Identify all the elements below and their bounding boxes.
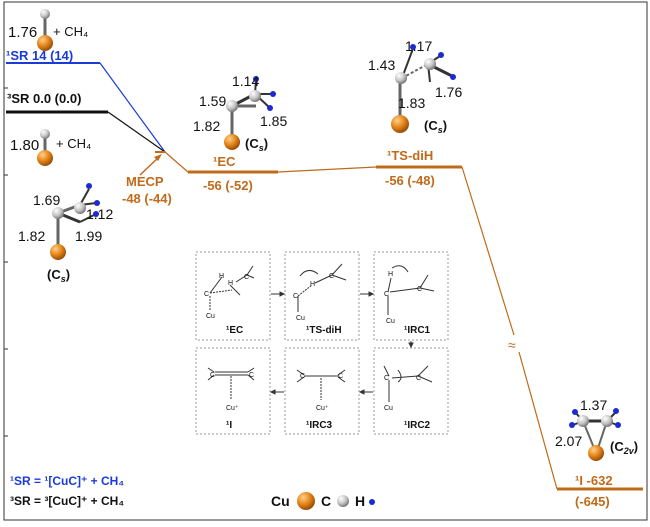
svg-text:C: C — [244, 274, 249, 281]
svg-text:C: C — [416, 375, 421, 382]
plot-frame — [3, 1, 648, 521]
svg-text:H: H — [228, 280, 233, 287]
ts-label: ¹TS-diH — [387, 148, 433, 163]
svg-text:Cu: Cu — [206, 313, 215, 320]
svg-text:C: C — [384, 375, 389, 382]
panel-irc2-label: ¹IRC2 — [404, 420, 431, 431]
carbon-atom — [40, 9, 50, 19]
panel-ts-sketch — [297, 263, 347, 312]
svg-text:H: H — [310, 281, 315, 288]
structure-product: 1.37 2.07 (C2v) — [555, 397, 638, 461]
mecp-d1: 1.69 — [33, 192, 60, 208]
copper-atom — [37, 35, 53, 51]
svg-text:C: C — [384, 291, 389, 298]
legend-h: H — [355, 493, 365, 509]
legend-c-ball — [337, 495, 349, 507]
panel-flow-arrows — [269, 291, 414, 395]
structure-sr1: 1.76 + CH₄ — [8, 9, 88, 51]
ec-d4: 1.85 — [260, 113, 287, 129]
svg-text:C: C — [204, 291, 209, 298]
ts-d4: 1.76 — [435, 84, 462, 100]
svg-text:Cu⁺: Cu⁺ — [226, 405, 239, 412]
sr1-connector — [99, 62, 166, 153]
panel-irc1-sketch — [387, 265, 435, 315]
sr3-label: ³SR 0.0 (0.0) — [7, 91, 81, 106]
mecp-energy: -48 (-44) — [122, 191, 172, 206]
mecp-label: MECP — [126, 174, 164, 189]
svg-text:C: C — [300, 373, 305, 380]
sr3-distance: 1.80 — [10, 137, 39, 154]
axis-break-mark: ≈ — [508, 337, 516, 353]
carbon-atom — [40, 129, 50, 139]
legend-cu-ball — [297, 492, 315, 510]
axis-ticks — [4, 87, 8, 437]
legend-cu: Cu — [271, 493, 290, 509]
ec-symmetry: (Cs) — [245, 136, 268, 153]
panel-i-sketch — [207, 367, 255, 400]
product-symmetry: (C2v) — [610, 439, 638, 456]
sr1-label: ¹SR 14 (14) — [6, 48, 73, 63]
svg-text:Cu: Cu — [296, 315, 305, 322]
panel-irc1-label: ¹IRC1 — [404, 325, 431, 336]
svg-text:Cu⁺: Cu⁺ — [316, 405, 329, 412]
legend-sr1: ¹SR = ¹[CuC]⁺ + CH₄ — [10, 474, 124, 488]
panel-irc3-sketch — [296, 369, 346, 400]
svg-text:C: C — [338, 373, 343, 380]
svg-text:C: C — [249, 372, 254, 379]
ec-d2: 1.59 — [199, 93, 226, 109]
sr3-connector — [107, 111, 166, 153]
legend-h-ball — [369, 499, 375, 505]
legend-sr3: ³SR = ³[CuC]⁺ + CH₄ — [10, 494, 124, 508]
ts-d1: 1.17 — [405, 38, 432, 54]
copper-atom — [37, 150, 53, 166]
svg-text:C: C — [329, 273, 334, 280]
mecp-d3: 1.82 — [18, 228, 45, 244]
product-d2: 2.07 — [555, 433, 582, 449]
product-d1: 1.37 — [580, 397, 607, 413]
svg-text:C: C — [293, 293, 298, 300]
sr3-ch4: + CH₄ — [56, 136, 91, 151]
panel-ts-label: ¹TS-diH — [306, 325, 342, 336]
ec-energy: -56 (-52) — [203, 178, 253, 193]
ts-drop-upper — [461, 166, 515, 336]
panel-ec-sketch — [209, 265, 255, 310]
ts-d2: 1.43 — [368, 57, 395, 73]
ts-symmetry: (Cs) — [424, 118, 447, 135]
svg-text:H: H — [388, 271, 393, 278]
ts-energy: -56 (-48) — [385, 173, 435, 188]
panel-irc2-sketch — [383, 365, 433, 402]
sr1-ch4: + CH₄ — [53, 24, 88, 39]
svg-text:H: H — [219, 273, 224, 280]
structure-mecp: 1.69 1.12 1.82 1.99 (Cs) — [18, 183, 113, 284]
ts-d3: 1.83 — [398, 95, 425, 111]
ec-d1: 1.14 — [232, 73, 259, 89]
structure-sr3: 1.80 + CH₄ — [10, 129, 91, 166]
sr1-distance: 1.76 — [8, 24, 37, 41]
mecp-d2: 1.12 — [86, 206, 113, 222]
legend-c: C — [321, 493, 331, 509]
product-energy: (-645) — [575, 494, 610, 509]
structure-ts: 1.17 1.43 1.83 1.76 (Cs) — [368, 38, 462, 135]
mecp-ec-connector — [164, 151, 189, 173]
panel-i-label: ¹I — [226, 420, 232, 431]
mechanism-panels: C H H C Cu ¹EC C H C Cu ¹TS-diH C H C Cu ¹IRC1 — [195, 251, 449, 435]
product-label: ¹I -632 — [575, 473, 613, 488]
svg-text:Cu: Cu — [386, 318, 395, 325]
svg-text:C: C — [210, 372, 215, 379]
svg-text:Cu: Cu — [384, 405, 393, 412]
ec-label: ¹EC — [213, 154, 236, 169]
panel-irc3-label: ¹IRC3 — [306, 420, 333, 431]
ec-d3: 1.82 — [193, 118, 220, 134]
atom-legend: Cu C H — [271, 492, 375, 510]
ec-ts-connector — [277, 166, 377, 173]
mecp-symmetry: (Cs) — [47, 267, 70, 284]
panel-ec-label: ¹EC — [226, 325, 243, 336]
structure-ec: 1.14 1.59 1.82 1.85 (Cs) — [193, 73, 287, 153]
mecp-d4: 1.99 — [75, 228, 102, 244]
ts-drop-lower — [518, 351, 558, 490]
mecp-arrowhead — [154, 154, 162, 161]
svg-text:C: C — [417, 286, 422, 293]
